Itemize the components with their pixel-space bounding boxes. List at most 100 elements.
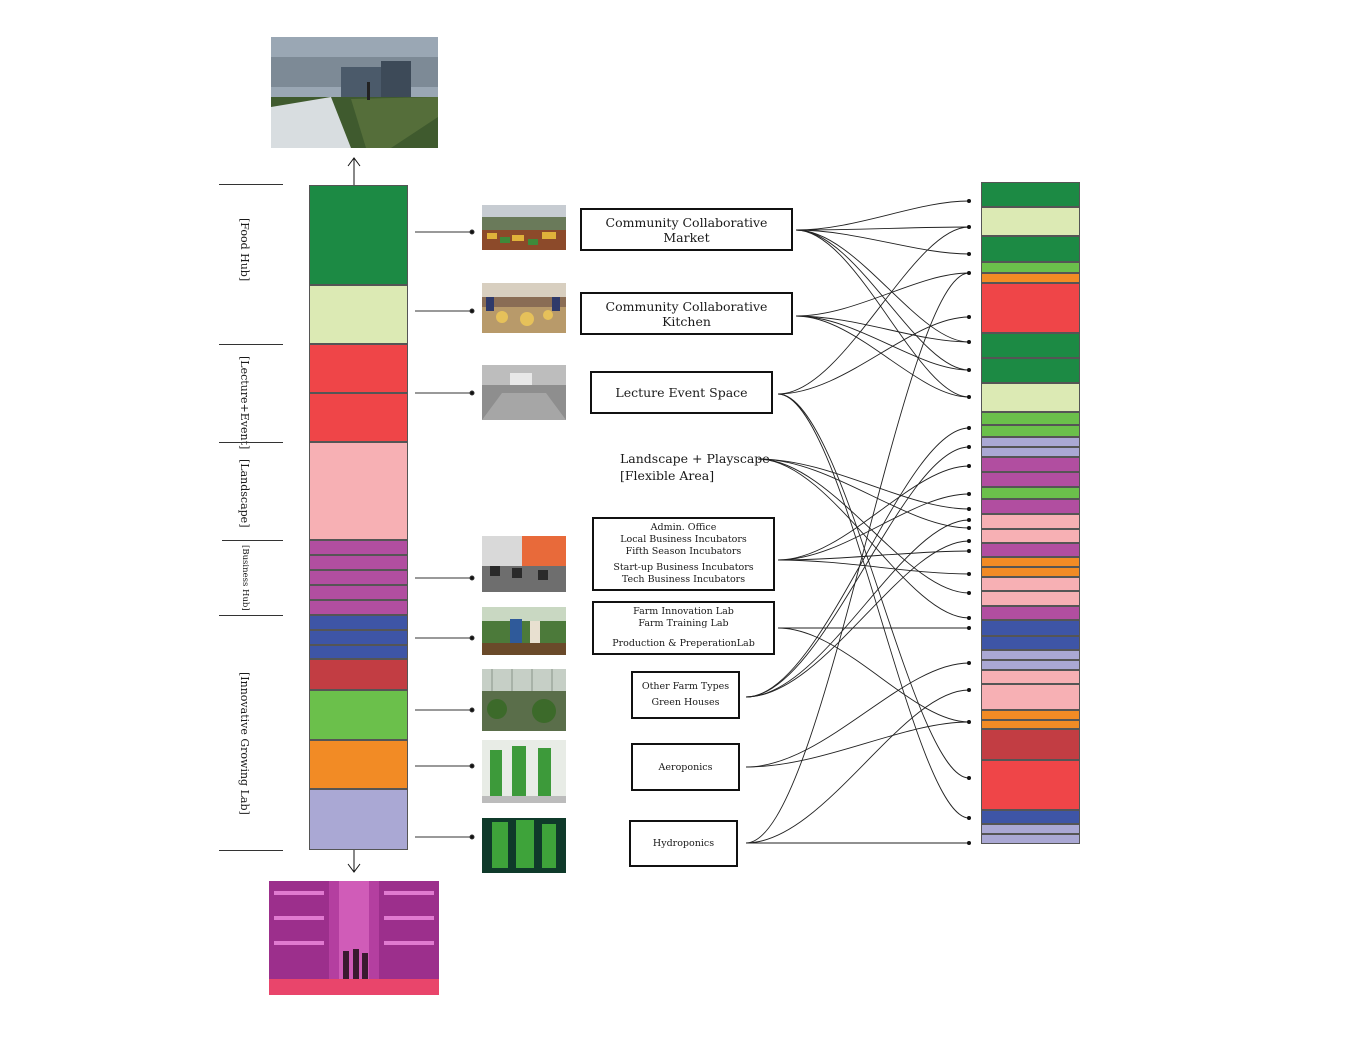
- program-text: Hydroponics: [652, 838, 715, 849]
- link-dot: [967, 539, 971, 543]
- office-photo: [482, 536, 566, 592]
- program-segment: [981, 487, 1080, 499]
- program-segment: [981, 760, 1080, 810]
- program-link: [777, 316, 970, 395]
- program-link: [757, 458, 970, 510]
- program-box-business[interactable]: Admin. Office Local Business Incubators …: [592, 517, 775, 591]
- program-segment: [309, 690, 408, 740]
- vertical-farm-photo: [269, 881, 439, 995]
- leader-dot: [469, 834, 475, 840]
- program-link: [777, 226, 970, 395]
- program-segment: [981, 577, 1080, 591]
- program-link: [745, 446, 970, 698]
- program-segment: [981, 606, 1080, 620]
- program-link: [745, 662, 970, 768]
- section-label-food-hub: [Food Hub]: [238, 218, 251, 282]
- program-segment: [981, 543, 1080, 557]
- program-segment: [981, 720, 1080, 729]
- program-segment: [981, 283, 1080, 333]
- connection-dots: [967, 199, 971, 845]
- program-segment: [981, 412, 1080, 425]
- section-separator: [219, 615, 283, 616]
- program-segment: [981, 333, 1080, 358]
- program-box-kitchen[interactable]: Community Collaborative Kitchen: [580, 292, 793, 335]
- program-box-aeroponics[interactable]: Aeroponics: [631, 743, 740, 791]
- link-dot: [967, 776, 971, 780]
- program-segment: [309, 185, 408, 285]
- program-link: [745, 272, 970, 844]
- program-segment: [981, 557, 1080, 567]
- leader-lines: [415, 229, 475, 840]
- link-dot: [967, 492, 971, 496]
- program-link: [745, 427, 970, 698]
- program-segment: [309, 740, 408, 789]
- program-stack-bar: [309, 185, 408, 850]
- program-segment: [981, 567, 1080, 577]
- program-segment: [981, 273, 1080, 283]
- leader-dot: [469, 390, 475, 396]
- section-separator: [219, 850, 283, 851]
- link-dot: [967, 426, 971, 430]
- link-dot: [967, 464, 971, 468]
- program-box-hydroponics[interactable]: Hydroponics: [629, 820, 738, 867]
- link-dot: [967, 591, 971, 595]
- leader-dot: [469, 635, 475, 641]
- program-link: [745, 689, 970, 844]
- program-link: [757, 458, 970, 529]
- program-link: [795, 315, 970, 371]
- program-segment: [981, 262, 1080, 273]
- program-segment: [981, 472, 1080, 487]
- program-text: Landscape + Playscape: [620, 451, 770, 466]
- program-segment: [981, 529, 1080, 543]
- section-separator: [219, 344, 283, 345]
- section-label-lecture-event: [Lecture+Event]: [238, 356, 251, 450]
- section-separator: [219, 442, 283, 443]
- mixed-program-bar: [981, 182, 1080, 847]
- link-dot: [967, 315, 971, 319]
- program-box-farm-lab[interactable]: Farm Innovation Lab Farm Training Lab Pr…: [592, 601, 775, 655]
- program-segment: [981, 670, 1080, 684]
- program-text: Community Collaborative Kitchen: [605, 298, 768, 329]
- program-segment: [981, 834, 1080, 844]
- program-segment: [309, 615, 408, 630]
- program-segment: [981, 499, 1080, 514]
- leader-dot: [469, 308, 475, 314]
- link-dot: [967, 526, 971, 530]
- program-link: [745, 540, 970, 698]
- program-text: Production & PreperationLab: [612, 637, 755, 649]
- leader-dot: [469, 763, 475, 769]
- program-segment: [309, 540, 408, 555]
- program-link: [795, 272, 970, 317]
- program-link: [745, 519, 970, 698]
- program-box-greenhouse[interactable]: Other Farm Types Green Houses: [631, 671, 740, 719]
- program-segment: [981, 660, 1080, 670]
- program-text: Other Farm Types: [641, 681, 730, 693]
- program-segment: [981, 383, 1080, 412]
- program-link: [777, 393, 970, 779]
- program-curves: [745, 200, 970, 844]
- program-segment: [309, 555, 408, 570]
- program-segment: [309, 645, 408, 659]
- greenhouse-photo: [482, 669, 566, 731]
- program-link: [795, 200, 970, 231]
- program-link: [777, 393, 970, 819]
- link-dot: [967, 661, 971, 665]
- lecture-hall-photo: [482, 365, 566, 420]
- program-link: [757, 458, 970, 594]
- program-text: Fifth Season Incubators: [625, 546, 742, 558]
- program-landscape[interactable]: Landscape + Playscape [Flexible Area]: [620, 450, 770, 484]
- link-dot: [967, 518, 971, 522]
- section-label-growing-lab: [Innovative Growing Lab]: [238, 672, 251, 815]
- section-separator: [219, 184, 283, 185]
- program-segment: [309, 585, 408, 600]
- link-dot: [967, 720, 971, 724]
- program-segment: [981, 729, 1080, 760]
- market-photo: [482, 205, 566, 250]
- program-segment: [309, 630, 408, 645]
- program-segment: [981, 620, 1080, 636]
- program-segment: [981, 358, 1080, 383]
- program-link: [757, 458, 970, 619]
- program-box-market[interactable]: Community Collaborative Market: [580, 208, 793, 251]
- program-box-lecture[interactable]: Lecture Event Space: [590, 371, 773, 414]
- link-dot: [967, 688, 971, 692]
